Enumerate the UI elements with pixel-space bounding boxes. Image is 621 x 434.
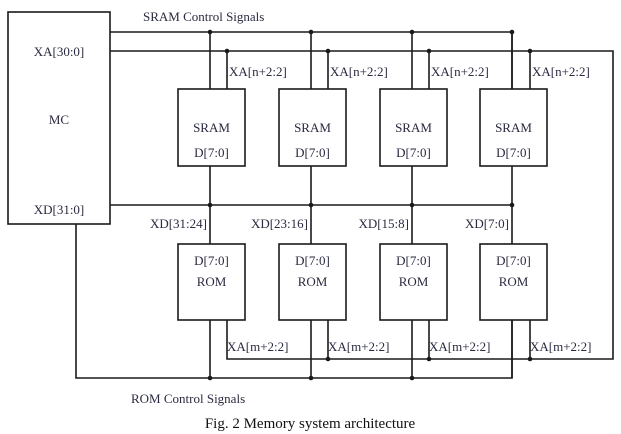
sram-name: SRAM: [193, 120, 230, 135]
rom-data-port: D[7:0]: [295, 253, 330, 268]
sram-box: [177, 88, 246, 167]
chip-column: SRAM D[7:0] XA[n+2:2] XD[31:24] D[7:0] ROM XA[…: [150, 29, 289, 381]
rom-data-port: D[7:0]: [396, 253, 431, 268]
junction-dot: [224, 48, 230, 54]
sram-address-label: XA[n+2:2]: [532, 64, 590, 79]
address-bus: [110, 50, 614, 360]
sram-box: [278, 88, 347, 167]
rom-address-label: XA[m+2:2]: [530, 339, 592, 354]
sram-data-port: D[7:0]: [396, 145, 431, 160]
sram-name: SRAM: [495, 120, 532, 135]
mc-address-port-label: XA[30:0]: [34, 44, 85, 59]
mc-data-port-label: XD[31:0]: [34, 202, 85, 217]
rom-control-signals-label: ROM Control Signals: [131, 391, 245, 406]
junction-dot: [325, 356, 331, 362]
sram-data-port: D[7:0]: [496, 145, 531, 160]
junction-dot: [509, 202, 515, 208]
mc-box: [7, 11, 111, 225]
bus-wires: [75, 31, 614, 379]
sram-address-label: XA[n+2:2]: [229, 64, 287, 79]
rom-box: [177, 243, 246, 321]
sram-address-label: XA[n+2:2]: [431, 64, 489, 79]
data-slice-label: XD[31:24]: [150, 216, 207, 231]
chip-column: SRAM D[7:0] XA[n+2:2] XD[23:16] D[7:0] ROM XA[…: [251, 29, 390, 381]
rom-box: [479, 243, 548, 321]
junction-dot: [426, 356, 432, 362]
rom-data-port: D[7:0]: [496, 253, 531, 268]
sram-address-label: XA[n+2:2]: [330, 64, 388, 79]
junction-dot: [409, 29, 415, 35]
sram-chip: SRAM D[7:0] XA[n+2:2]: [278, 64, 388, 167]
rom-chip: D[7:0] ROM XA[m+2:2]: [479, 243, 592, 354]
chip-column: SRAM D[7:0] XA[n+2:2] XD[7:0] D[7:0] ROM XA[m+…: [465, 29, 592, 378]
sram-box: [379, 88, 448, 167]
rom-address-label: XA[m+2:2]: [328, 339, 390, 354]
sram-data-port: D[7:0]: [295, 145, 330, 160]
junction-dot: [426, 48, 432, 54]
sram-box: [479, 88, 548, 167]
mc-title: MC: [49, 112, 69, 127]
rom-chip: D[7:0] ROM XA[m+2:2]: [177, 243, 289, 354]
data-slice-label: XD[23:16]: [251, 216, 308, 231]
rom-chip: D[7:0] ROM XA[m+2:2]: [379, 243, 491, 354]
rom-box: [379, 243, 448, 321]
sram-name: SRAM: [294, 120, 331, 135]
junction-dot: [207, 375, 213, 381]
rom-box: [278, 243, 347, 321]
rom-name: ROM: [298, 274, 328, 289]
junction-dot: [308, 29, 314, 35]
junction-dot: [308, 202, 314, 208]
junction-dot: [409, 202, 415, 208]
rom-name: ROM: [499, 274, 529, 289]
sram-chip: SRAM D[7:0] XA[n+2:2]: [379, 64, 489, 167]
chip-column: SRAM D[7:0] XA[n+2:2] XD[15:8] D[7:0] ROM XA[m…: [358, 29, 491, 381]
rom-name: ROM: [399, 274, 429, 289]
junction-dot: [527, 356, 533, 362]
junction-dot: [527, 48, 533, 54]
chip-columns: SRAM D[7:0] XA[n+2:2] XD[31:24] D[7:0] ROM XA[…: [150, 29, 592, 381]
memory-controller: XA[30:0] MC XD[31:0]: [7, 11, 111, 225]
rom-chip: D[7:0] ROM XA[m+2:2]: [278, 243, 390, 354]
junction-dot: [409, 375, 415, 381]
sram-data-port: D[7:0]: [194, 145, 229, 160]
rom-name: ROM: [197, 274, 227, 289]
rom-address-label: XA[m+2:2]: [429, 339, 491, 354]
rom-data-port: D[7:0]: [194, 253, 229, 268]
junction-dot: [207, 29, 213, 35]
junction-dot: [207, 202, 213, 208]
data-slice-label: XD[7:0]: [465, 216, 509, 231]
sram-chip: SRAM D[7:0] XA[n+2:2]: [479, 64, 590, 167]
sram-name: SRAM: [395, 120, 432, 135]
data-slice-label: XD[15:8]: [358, 216, 409, 231]
figure-caption: Fig. 2 Memory system architecture: [205, 416, 416, 432]
rom-address-label: XA[m+2:2]: [227, 339, 289, 354]
sram-control-signals-label: SRAM Control Signals: [143, 9, 264, 24]
junction-dot: [325, 48, 331, 54]
sram-chip: SRAM D[7:0] XA[n+2:2]: [177, 64, 287, 167]
junction-dot: [509, 29, 515, 35]
junction-dot: [308, 375, 314, 381]
